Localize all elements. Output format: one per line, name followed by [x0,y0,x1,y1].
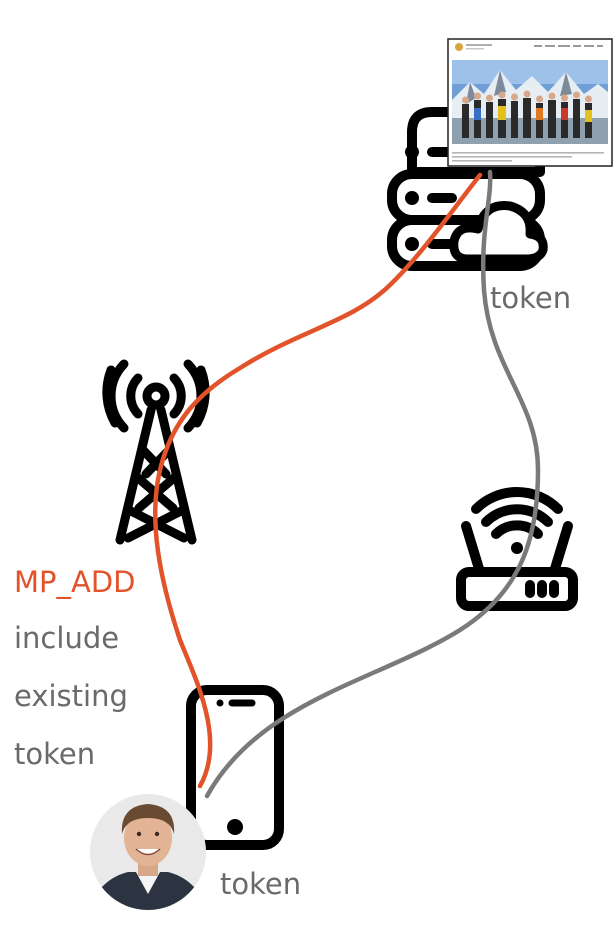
cloud-icon [449,201,548,264]
note-line-include: include [14,621,120,655]
website-screenshot [447,38,613,167]
team-photo [452,60,608,144]
site-logo [455,43,463,51]
cell-tower-icon [102,359,210,545]
wifi-router-icon [456,487,578,611]
site-name [466,44,492,46]
site-nav [534,45,603,47]
gray-connection-path [204,169,541,799]
site-caption [452,152,604,162]
user-token-label: token [220,867,302,901]
server-token-label: token [490,281,572,315]
red-connection-path [152,172,483,789]
note-line-token: token [14,737,96,771]
mp-add-label: MP_ADD [14,565,136,599]
smartphone-icon [186,685,284,850]
note-line-existing: existing [14,679,128,713]
